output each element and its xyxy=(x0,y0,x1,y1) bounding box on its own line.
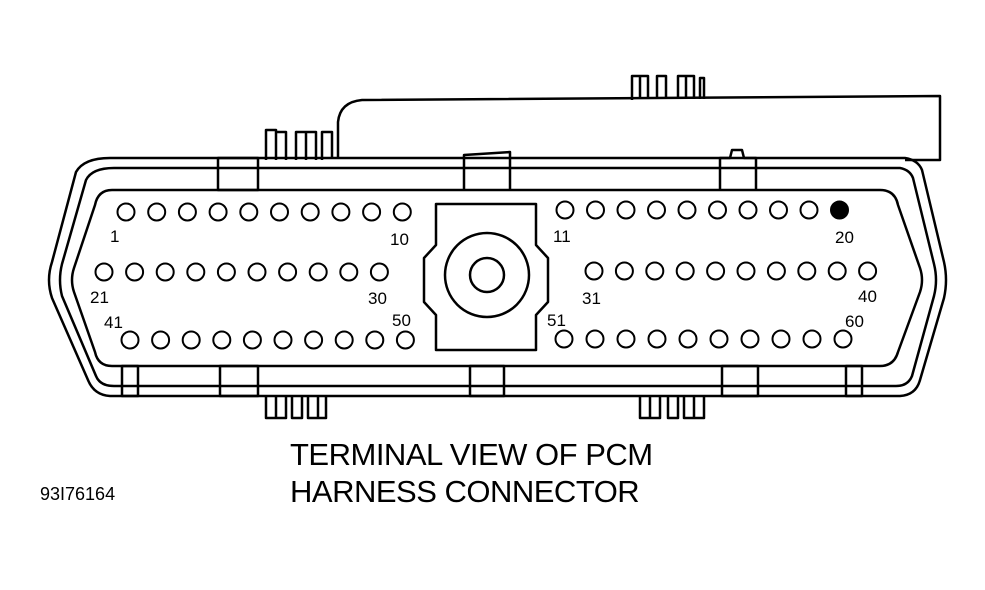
terminal-pin-52 xyxy=(585,329,605,349)
bottom-right-latch-teeth xyxy=(638,396,706,420)
terminal-pin-42 xyxy=(151,330,171,350)
pin-label-50: 50 xyxy=(392,311,411,330)
terminal-pin-47 xyxy=(304,330,324,350)
terminal-pin-1 xyxy=(116,202,136,222)
terminal-pin-3 xyxy=(177,202,197,222)
top-tab-right xyxy=(718,148,758,190)
pin-label-31: 31 xyxy=(582,289,601,308)
caption-line-2: HARNESS CONNECTOR xyxy=(290,474,640,509)
top-right-latch-teeth xyxy=(630,74,706,100)
terminal-pin-20 xyxy=(830,200,849,220)
terminal-pin-58 xyxy=(771,329,791,349)
outer-shell-inner-edge xyxy=(58,166,938,388)
terminal-pin-18 xyxy=(769,200,788,220)
pin-label-20: 20 xyxy=(835,228,854,247)
terminal-pin-15 xyxy=(677,200,697,220)
terminal-pin-7 xyxy=(300,202,320,222)
terminal-pin-8 xyxy=(331,202,351,222)
terminal-pin-30 xyxy=(369,262,389,282)
terminal-pin-9 xyxy=(362,202,382,222)
center-key-ring xyxy=(443,231,531,319)
terminal-pin-57 xyxy=(740,329,760,349)
figure-id: 93I76164 xyxy=(40,484,116,504)
terminal-pin-24 xyxy=(186,262,206,282)
terminal-pin-11 xyxy=(555,200,575,220)
terminal-face xyxy=(70,188,924,368)
top-tab-left xyxy=(216,156,260,192)
terminal-pin-44 xyxy=(212,330,232,350)
terminal-pin-41 xyxy=(120,330,140,350)
terminal-pin-10 xyxy=(392,202,412,222)
terminal-pin-55 xyxy=(678,329,698,349)
terminal-pin-37 xyxy=(766,261,786,281)
pin-label-11: 11 xyxy=(553,227,571,246)
pin-label-30: 30 xyxy=(368,289,387,308)
terminal-pin-36 xyxy=(736,261,756,281)
rear-housing-outline xyxy=(336,94,942,162)
terminal-pin-35 xyxy=(706,261,726,281)
terminal-pin-56 xyxy=(709,329,729,349)
diagram-caption: TERMINAL VIEW OF PCM HARNESS CONNECTOR xyxy=(290,436,653,510)
pin-label-1: 1 xyxy=(110,227,119,246)
caption-line-1: TERMINAL VIEW OF PCM xyxy=(290,437,653,472)
terminal-pin-16 xyxy=(708,200,727,220)
terminal-pin-60 xyxy=(833,329,853,349)
terminal-pin-48 xyxy=(334,330,354,350)
top-tab-center xyxy=(462,150,512,190)
terminal-pin-2 xyxy=(147,202,167,222)
terminal-pin-49 xyxy=(365,330,385,350)
pin-label-40: 40 xyxy=(858,287,877,306)
outer-shell xyxy=(47,156,948,398)
bottom-tab-4 xyxy=(720,364,760,398)
terminal-pin-45 xyxy=(242,330,262,350)
pin-label-10: 10 xyxy=(390,230,409,249)
terminal-pin-27 xyxy=(278,262,298,282)
bottom-tab-3 xyxy=(468,364,506,398)
terminal-pin-31 xyxy=(584,261,604,281)
terminal-pin-28 xyxy=(308,262,328,282)
bottom-left-latch-teeth xyxy=(264,396,328,420)
terminal-pin-26 xyxy=(247,262,267,282)
terminal-pin-39 xyxy=(827,261,847,281)
terminal-pins xyxy=(94,200,878,350)
terminal-pin-17 xyxy=(738,200,758,220)
terminal-pin-4 xyxy=(208,202,228,222)
terminal-pin-46 xyxy=(273,330,293,350)
center-key-boss xyxy=(422,202,550,352)
terminal-pin-54 xyxy=(647,329,667,349)
bottom-tab-2 xyxy=(218,364,260,398)
pin-label-41: 41 xyxy=(104,313,123,332)
terminal-pin-32 xyxy=(614,261,634,281)
terminal-pin-29 xyxy=(339,262,359,282)
terminal-pin-51 xyxy=(554,329,574,349)
terminal-pin-25 xyxy=(216,262,236,282)
top-left-latch-teeth xyxy=(264,128,334,160)
terminal-pin-33 xyxy=(645,261,665,281)
terminal-pin-14 xyxy=(647,200,666,220)
bottom-tab-1 xyxy=(120,364,140,398)
terminal-pin-59 xyxy=(802,329,822,349)
center-key-hole xyxy=(468,256,506,294)
pin-label-60: 60 xyxy=(845,312,864,331)
terminal-pin-21 xyxy=(94,262,114,282)
bottom-tab-5 xyxy=(844,364,864,398)
terminal-pin-6 xyxy=(270,202,289,222)
terminal-pin-12 xyxy=(586,200,605,220)
terminal-pin-38 xyxy=(797,261,817,281)
terminal-pin-53 xyxy=(616,329,636,349)
terminal-pin-50 xyxy=(395,330,415,350)
terminal-pin-43 xyxy=(181,330,201,350)
pin-label-21: 21 xyxy=(90,288,109,307)
terminal-pin-13 xyxy=(616,200,636,220)
terminal-pin-22 xyxy=(125,262,145,282)
terminal-pin-23 xyxy=(155,262,175,282)
terminal-pin-5 xyxy=(239,202,259,222)
terminal-pin-34 xyxy=(675,261,695,281)
pin-label-51: 51 xyxy=(547,311,566,330)
terminal-pin-19 xyxy=(799,200,819,220)
terminal-pin-40 xyxy=(858,261,878,281)
